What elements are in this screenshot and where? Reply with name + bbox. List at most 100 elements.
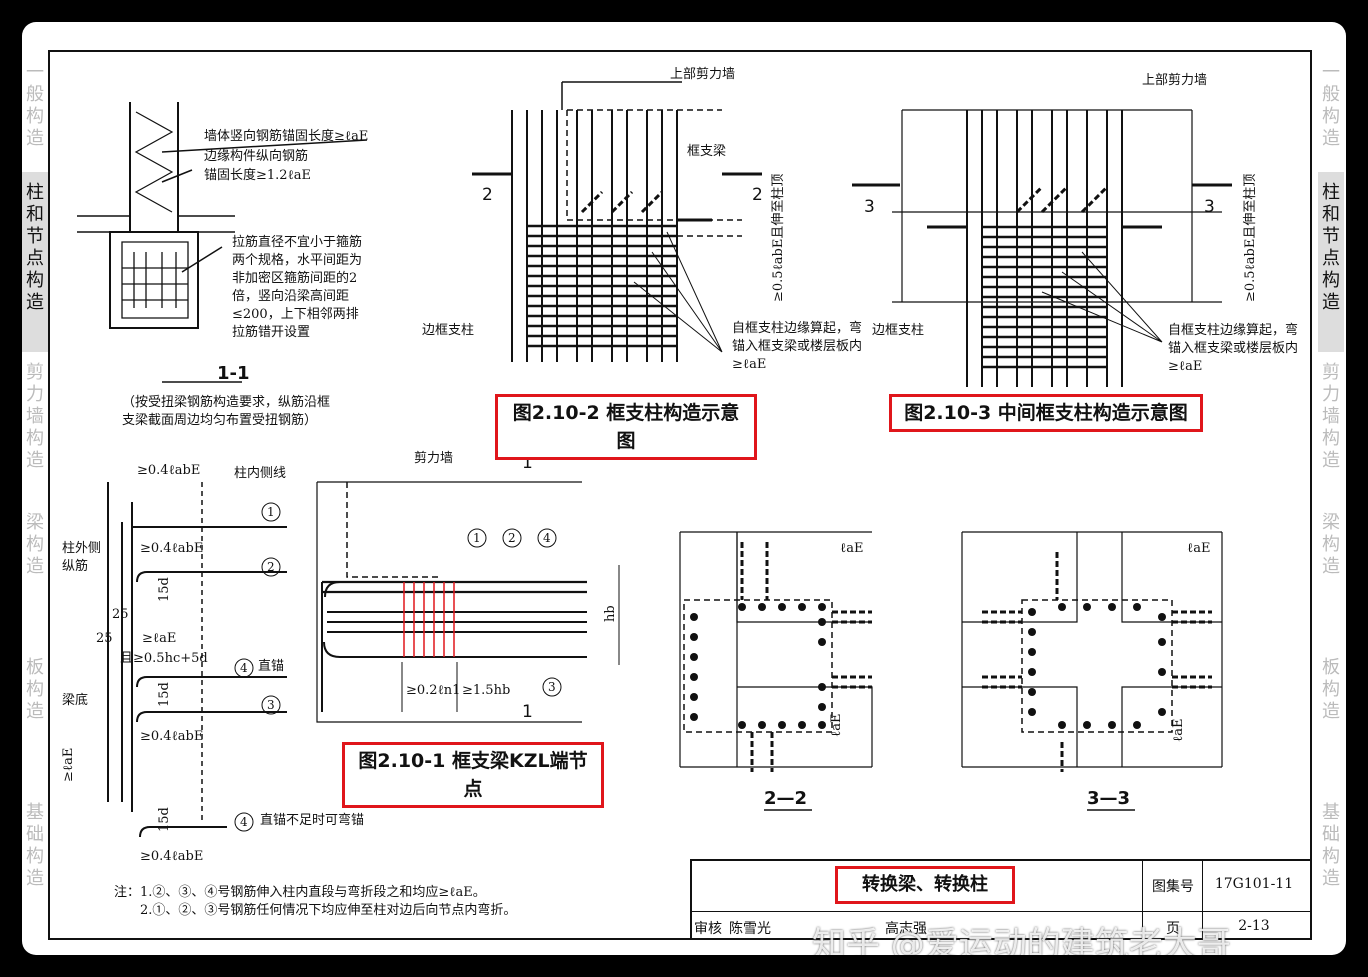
fig2103-anchor-note-1: 自框支柱边缘算起，弯 <box>1168 322 1298 338</box>
fig2101-n25-a: 25 <box>112 607 129 622</box>
fig2101-cut-top: 1 <box>522 453 533 473</box>
chapter-tab: 梁构造 <box>26 512 44 577</box>
fig-2-10-1-red-stirrups <box>403 582 455 657</box>
wall-anchor-note-1: 墙体竖向钢筋锚固长度≥ℓaE <box>204 128 368 144</box>
chapter-tab: 柱和节点构造 <box>1318 172 1344 352</box>
chapter-tab: 板构造 <box>1322 657 1340 722</box>
drawing-sheet: 一般构造柱和节点构造剪力墙构造梁构造板构造基础构造 一般构造柱和节点构造剪力墙构… <box>22 22 1346 955</box>
fig2103-dim: ≥0.5ℓabE且伸至柱顶 <box>1243 174 1258 302</box>
fig2102-dim: ≥0.5ℓabE且伸至柱顶 <box>771 174 786 302</box>
fig2102-edge-column: 边框支柱 <box>422 323 474 338</box>
wall-anchor-note-3: 锚固长度≥1.2ℓaE <box>204 167 311 183</box>
fig2101-dim-6: ≥0.4ℓabE <box>140 849 203 864</box>
tie-note-line: ≤200，上下相邻两排 <box>232 307 359 322</box>
drawing-frame <box>48 50 1312 940</box>
fig2103-edge-column: 边框支柱 <box>872 323 924 338</box>
svg-text:2: 2 <box>267 560 275 574</box>
fig2102-anchor-note-1: 自框支柱边缘算起，弯 <box>732 320 862 336</box>
sheet-title: 转换梁、转换柱 <box>835 866 1015 904</box>
fig2101-beam-bottom: 梁底 <box>62 692 88 708</box>
fig2101-dim-1: ≥0.4ℓabE <box>137 463 200 478</box>
svg-text:2: 2 <box>508 531 516 545</box>
title-block: 转换梁、转换柱 图集号 17G101-11 审核 陈雪光 高志强 页 2-13 <box>690 859 1310 939</box>
fig2101-n25-b: 25 <box>96 631 113 646</box>
fig2101-dim-2: ≥0.4ℓabE <box>140 541 203 556</box>
tie-bar-note: 拉筋直径不宜小于箍筋 两个规格，水平间距为 非加密区箍筋间距的2 倍，竖向沿梁高… <box>232 234 362 342</box>
atlas-label: 图集号 <box>1152 879 1194 895</box>
drawing-canvas: 墙体竖向钢筋锚固长度≥ℓaE 边缘构件纵向钢筋 锚固长度≥1.2ℓaE 1-1 … <box>61 66 1298 864</box>
fig2102-cut-left: 2 <box>482 185 493 205</box>
chapter-tab: 基础构造 <box>1322 802 1340 889</box>
chapter-tab: 基础构造 <box>26 802 44 889</box>
section-3-3-drawing <box>961 531 1223 772</box>
fig2103-anchor-note-2: 锚入框支梁或楼层板内 <box>1168 340 1298 356</box>
fig-2-10-3-drawing <box>852 109 1232 387</box>
section-1-1-drawing <box>77 102 235 329</box>
page-number: 2-13 <box>1238 918 1270 934</box>
fig2102-anchor-note-3: ≥ℓaE <box>732 357 766 372</box>
bar-markers: 1 2 4 3 4 1 2 4 3 <box>234 502 562 832</box>
fig2103-upper-wall: 上部剪力墙 <box>1142 72 1207 88</box>
chapter-tab: 一般构造 <box>1322 62 1340 149</box>
torsion-note-line: （按受扭梁钢筋构造要求，纵筋沿框 <box>122 395 331 410</box>
tie-note-line: 拉筋直径不宜小于箍筋 <box>232 235 363 250</box>
checker-name: 高志强 <box>885 921 927 937</box>
section-1-1-label: 1-1 <box>217 363 250 384</box>
note-line-1: 注：1.②、③、④号钢筋伸入柱内直段与弯折段之和均应≥ℓaE。 <box>114 885 486 900</box>
chapter-tab: 一般构造 <box>26 62 44 149</box>
fig2101-15d-1: 15d <box>157 577 172 602</box>
fig2102-cut-right: 2 <box>752 185 763 205</box>
section33-lae: ℓaE <box>1187 541 1210 556</box>
review-label: 审核 <box>694 921 722 937</box>
fig2101-straight: 直锚 <box>258 659 284 674</box>
svg-text:4: 4 <box>240 815 248 829</box>
torsion-note: （按受扭梁钢筋构造要求，纵筋沿框 支梁截面周边均匀布置受扭钢筋） <box>122 394 330 430</box>
svg-text:4: 4 <box>240 661 248 675</box>
fig2101-cut-bottom: 1 <box>522 702 533 722</box>
fig2101-hb: hb <box>603 605 618 622</box>
tie-note-line: 非加密区箍筋间距的2 <box>232 271 358 286</box>
fig2103-cut-right: 3 <box>1204 197 1215 217</box>
tie-note-line: 拉筋错开设置 <box>232 325 311 340</box>
fig2102-anchor-note-2: 锚入框支梁或楼层板内 <box>732 338 862 354</box>
chapter-tab: 剪力墙构造 <box>1322 362 1340 471</box>
watermark: 知乎 @爱运动的建筑老大哥 <box>812 925 1231 955</box>
fig2102-beam-label: 框支梁 <box>687 144 726 159</box>
atlas-number: 17G101-11 <box>1214 876 1294 892</box>
fig2103-anchor-note-3: ≥ℓaE <box>1168 359 1202 374</box>
chapter-tab: 剪力墙构造 <box>26 362 44 471</box>
fig2101-dim-b: ≥1.5hb <box>462 683 510 698</box>
fig2101-dim-4: 且≥0.5hc+5d <box>120 651 208 666</box>
fig2101-15d-2: 15d <box>157 682 172 707</box>
fig2102-upper-wall: 上部剪力墙 <box>670 66 735 82</box>
svg-text:3: 3 <box>548 680 556 694</box>
fig2101-shear-wall: 剪力墙 <box>414 450 453 466</box>
fig2101-dim-5: ≥0.4ℓabE <box>140 729 203 744</box>
torsion-note-line: 支梁截面周边均匀布置受扭钢筋） <box>122 413 318 428</box>
section22-lae: ℓaE <box>840 541 863 556</box>
page-label: 页 <box>1166 921 1180 937</box>
section33-lae-v: ℓaE <box>1171 719 1186 742</box>
section-2-2-label: 2—2 <box>764 788 807 809</box>
section22-lae-v: ℓaE <box>829 714 844 737</box>
tie-note-line: 倍，竖向沿梁高间距 <box>232 289 350 304</box>
fig2101-dim-a: ≥0.2ℓn1 <box>406 683 460 698</box>
svg-text:3: 3 <box>267 698 275 712</box>
chapter-tab: 板构造 <box>26 657 44 722</box>
general-notes: 注：1.②、③、④号钢筋伸入柱内直段与弯折段之和均应≥ℓaE。 2.①、②、③号… <box>114 884 516 920</box>
chapter-tab: 梁构造 <box>1322 512 1340 577</box>
section-2-2-drawing <box>679 531 873 772</box>
svg-text:1: 1 <box>473 531 481 545</box>
caption-fig-2-10-1: 图2.10-1 框支梁KZL端节点 <box>342 742 604 808</box>
fig-2-10-2-drawing <box>472 81 762 362</box>
caption-fig-2-10-3: 图2.10-3 中间框支柱构造示意图 <box>889 394 1203 432</box>
fig2101-15d-3: 15d <box>157 807 172 832</box>
svg-text:1: 1 <box>267 505 275 519</box>
fig2101-dim-3: ≥ℓaE <box>142 631 176 646</box>
fig2103-cut-left: 3 <box>864 197 875 217</box>
fig2101-la: ≥ℓaE <box>61 748 76 782</box>
svg-text:4: 4 <box>543 531 551 545</box>
tie-note-line: 两个规格，水平间距为 <box>232 253 363 268</box>
section-3-3-label: 3—3 <box>1087 788 1130 809</box>
wall-anchor-note-2: 边缘构件纵向钢筋 <box>204 148 308 164</box>
